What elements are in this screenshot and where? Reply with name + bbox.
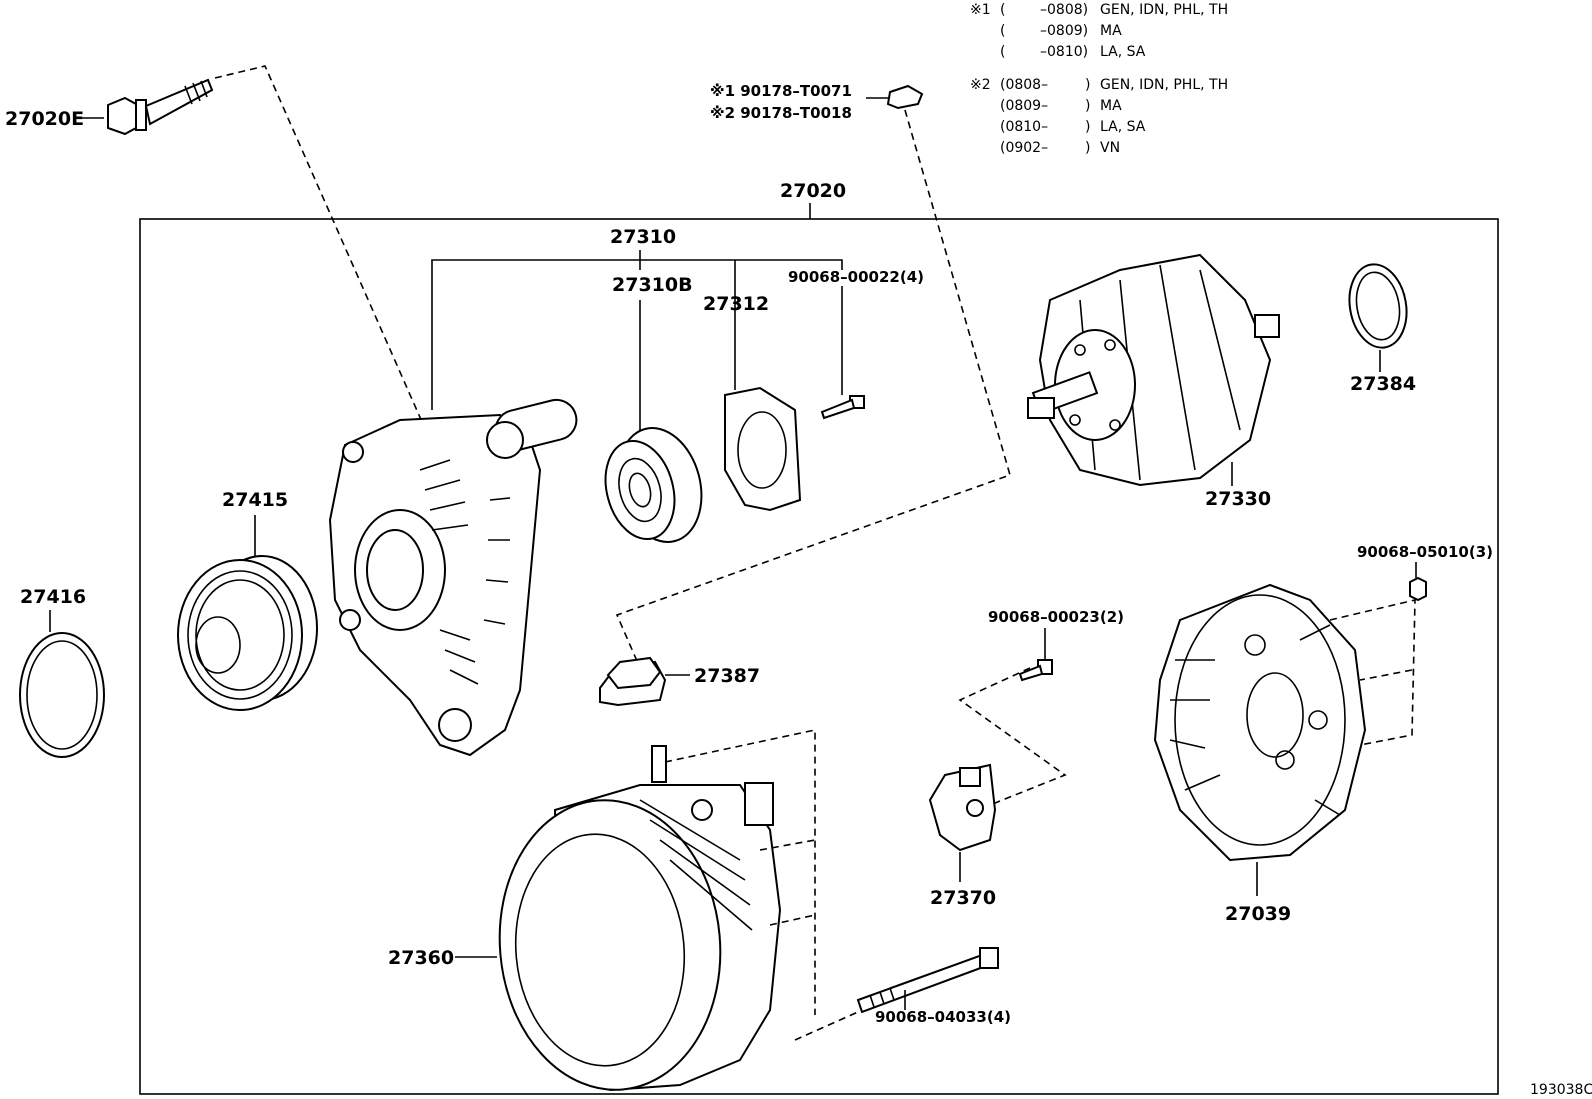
terminal-insulator-27387[interactable] xyxy=(599,656,667,707)
bolt-path-27020e xyxy=(214,65,431,441)
part-label-27370[interactable]: 27370 xyxy=(930,887,996,909)
note2-row2-close: ) xyxy=(1085,98,1090,114)
part-label-27312[interactable]: 27312 xyxy=(703,293,769,315)
cover-dash-mid xyxy=(1359,669,1413,681)
part-label-90068-05010[interactable]: 90068–05010(3) xyxy=(1357,543,1493,561)
brush-holder-dash xyxy=(958,667,1067,806)
note1-row1-range: –0808) xyxy=(1040,2,1088,18)
bolt-90068-04033[interactable] xyxy=(856,947,999,1014)
note1-row3-codes: LA, SA xyxy=(1100,44,1146,60)
note2-row1-close: ) xyxy=(1085,77,1090,93)
part-label-27020e[interactable]: 27020E xyxy=(5,108,84,130)
part-label-90068-00022[interactable]: 90068–00022(4) xyxy=(788,268,924,286)
retainer-plate-27312[interactable] xyxy=(724,386,802,512)
stator-housing-27360[interactable] xyxy=(488,745,782,1099)
part-label-27416[interactable]: 27416 xyxy=(20,586,86,608)
bolt-path-04033 xyxy=(794,1011,859,1041)
screw-90068-00022[interactable] xyxy=(820,395,865,420)
stator-dash-1 xyxy=(759,839,816,851)
note2-row2-codes: MA xyxy=(1100,98,1122,114)
rear-end-cover-27039[interactable] xyxy=(1153,583,1367,862)
note2-row2-range: (0809– xyxy=(1000,98,1048,114)
note1-row1-open: ( xyxy=(1000,2,1005,18)
part-label-27310[interactable]: 27310 xyxy=(610,226,676,248)
rotor-27330[interactable] xyxy=(1027,253,1280,487)
through-bolt-27020e[interactable] xyxy=(107,78,214,136)
note2-row4-range: (0902– xyxy=(1000,140,1048,156)
part-label-90178-t0071[interactable]: ※1 90178–T0071 xyxy=(710,82,852,100)
brush-holder-27370[interactable] xyxy=(928,763,997,852)
note1-row1-mark: ※1 xyxy=(970,2,991,18)
assembly-boundary-box xyxy=(139,218,1499,1095)
bracket-27310 xyxy=(431,259,843,410)
stator-dash-frame xyxy=(664,729,816,1015)
part-label-27039[interactable]: 27039 xyxy=(1225,903,1291,925)
bearing-27310b[interactable] xyxy=(595,419,713,552)
note1-row2-range: –0809) xyxy=(1040,23,1088,39)
part-label-27310b[interactable]: 27310B xyxy=(612,274,693,296)
note1-row1-codes: GEN, IDN, PHL, TH xyxy=(1100,2,1228,18)
note1-row3-range: –0810) xyxy=(1040,44,1088,60)
note2-row3-close: ) xyxy=(1085,119,1090,135)
part-label-27384[interactable]: 27384 xyxy=(1350,373,1416,395)
part-label-90068-04033[interactable]: 90068–04033(4) xyxy=(875,1008,1011,1026)
applicability-notes: ※1 ( –0808) GEN, IDN, PHL, TH ( –0809) M… xyxy=(970,2,1228,156)
diagram-id: 193038C xyxy=(1530,1082,1592,1098)
plug-path-90178 xyxy=(615,109,1011,669)
drive-end-frame-27310[interactable] xyxy=(328,396,581,757)
part-label-27330[interactable]: 27330 xyxy=(1205,488,1271,510)
note2-row4-codes: VN xyxy=(1100,140,1120,156)
part-label-90068-00023[interactable]: 90068–00023(2) xyxy=(988,608,1124,626)
stator-dash-2 xyxy=(769,914,816,926)
plug-90178[interactable] xyxy=(886,84,924,110)
part-label-27387[interactable]: 27387 xyxy=(694,665,760,687)
part-label-27415[interactable]: 27415 xyxy=(222,489,288,511)
note1-row2-open: ( xyxy=(1000,23,1005,39)
note1-row3-open: ( xyxy=(1000,44,1005,60)
pulley-27415[interactable] xyxy=(177,555,318,711)
note2-row4-close: ) xyxy=(1085,140,1090,156)
part-label-27360[interactable]: 27360 xyxy=(388,947,454,969)
note2-row1-codes: GEN, IDN, PHL, TH xyxy=(1100,77,1228,93)
part-label-90178-t0018[interactable]: ※2 90178–T0018 xyxy=(710,104,852,122)
note2-row3-range: (0810– xyxy=(1000,119,1048,135)
pulley-cap-27416[interactable] xyxy=(19,632,105,758)
nut-90068-05010[interactable] xyxy=(1409,576,1427,602)
note1-row2-codes: MA xyxy=(1100,23,1122,39)
note2-row1-range: (0808– xyxy=(1000,77,1048,93)
part-label-27020[interactable]: 27020 xyxy=(780,180,846,202)
note2-row3-codes: LA, SA xyxy=(1100,119,1146,135)
note2-row1-mark: ※2 xyxy=(970,77,991,93)
insulator-ring-27384[interactable] xyxy=(1343,260,1413,352)
